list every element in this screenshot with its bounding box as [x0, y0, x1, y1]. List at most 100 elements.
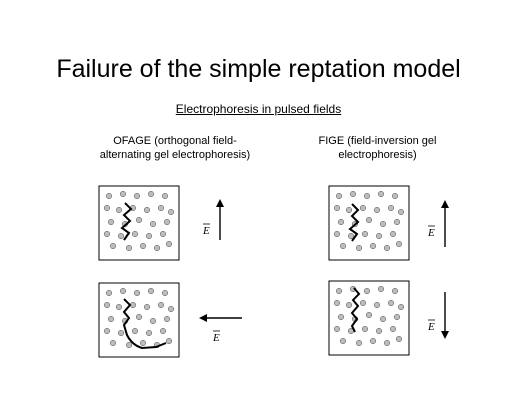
gel-particle	[161, 192, 169, 200]
gel-particle	[159, 230, 167, 238]
gel-particle	[103, 204, 111, 212]
fige-heading-line1: FIGE (field-inversion gel	[318, 135, 437, 147]
gel-particle	[119, 190, 127, 198]
gel-particle	[365, 311, 373, 319]
gel-particle	[147, 190, 155, 198]
gel-particle	[387, 204, 395, 212]
gel-particle	[369, 337, 377, 345]
gel-particle	[107, 315, 115, 323]
gel-particle	[361, 325, 369, 333]
gel-particle	[153, 244, 161, 252]
gel-particle	[159, 327, 167, 335]
gel-particle	[337, 313, 345, 321]
gel-particle	[119, 287, 127, 295]
gel-particle	[391, 192, 399, 200]
gel-particle	[377, 190, 385, 198]
gel-particle	[167, 305, 175, 313]
gel-particle	[375, 232, 383, 240]
gel-particle	[379, 315, 387, 323]
gel-particle	[335, 287, 343, 295]
gel-particle	[131, 230, 139, 238]
gel-particle	[135, 216, 143, 224]
gel-particle	[163, 315, 171, 323]
gel-particle	[125, 244, 133, 252]
gel-particle	[109, 339, 117, 347]
gel-particle	[347, 232, 355, 240]
ofage-heading: OFAGE (orthogonal field- alternating gel…	[70, 134, 280, 162]
field-label: E	[427, 321, 435, 333]
gel-particle	[393, 218, 401, 226]
gel-particle	[365, 216, 373, 224]
gel-particle	[145, 329, 153, 337]
fige-gel-bottom	[328, 280, 410, 356]
gel-particle	[161, 289, 169, 297]
gel-particle	[157, 301, 165, 309]
gel-particle	[393, 313, 401, 321]
field-label: E	[427, 227, 435, 239]
gel-particle	[339, 242, 347, 250]
gel-particle	[389, 230, 397, 238]
gel-particle	[345, 206, 353, 214]
gel-particle	[143, 206, 151, 214]
fige-heading-line2: electrophoresis)	[338, 149, 417, 161]
gel-particle	[149, 220, 157, 228]
gel-particle	[397, 303, 405, 311]
gel-particle	[377, 285, 385, 293]
field-label: E	[202, 225, 210, 237]
gel-particles	[333, 190, 405, 252]
fige-field-up: E	[427, 200, 449, 247]
gel-particle	[375, 327, 383, 335]
gel-particle	[397, 208, 405, 216]
gel-particle	[395, 240, 403, 248]
gel-particle	[167, 208, 175, 216]
gel-particle	[105, 192, 113, 200]
ofage-heading-line2: alternating gel electrophoresis)	[99, 149, 251, 161]
gel-particle	[115, 303, 123, 311]
gel-particle	[369, 242, 377, 250]
gel-particle	[139, 339, 147, 347]
gel-particle	[359, 299, 367, 307]
fige-field-down: E	[427, 292, 449, 339]
gel-particle	[363, 287, 371, 295]
ofage-field-up: E	[202, 199, 224, 240]
gel-particle	[145, 232, 153, 240]
ofage-gel-top	[98, 185, 180, 261]
dna-strand	[122, 298, 167, 350]
dna-strand	[350, 287, 361, 333]
gel-particle	[105, 289, 113, 297]
gel-particle	[373, 301, 381, 309]
field-label: E	[212, 332, 220, 344]
fige-gel-top	[328, 185, 410, 261]
gel-particle	[389, 325, 397, 333]
gel-particle	[355, 339, 363, 347]
gel-particle	[149, 317, 157, 325]
gel-particle	[133, 192, 141, 200]
gel-particle	[337, 218, 345, 226]
gel-particle	[333, 325, 341, 333]
gel-particle	[107, 218, 115, 226]
gel-particle	[109, 242, 117, 250]
gel-particle	[131, 327, 139, 335]
gel-particle	[349, 190, 357, 198]
gel-particle	[345, 301, 353, 309]
gel-particle	[373, 206, 381, 214]
gel-particle	[139, 242, 147, 250]
gel-particle	[359, 204, 367, 212]
gel-particle	[157, 204, 165, 212]
gel-particle	[383, 244, 391, 252]
gel-particle	[103, 230, 111, 238]
gel-particle	[333, 299, 341, 307]
ofage-heading-line1: OFAGE (orthogonal field-	[113, 135, 237, 147]
gel-particle	[333, 230, 341, 238]
gel-particle	[383, 339, 391, 347]
slide-subtitle: Electrophoresis in pulsed fields	[175, 102, 342, 116]
gel-particle	[395, 335, 403, 343]
gel-particles	[333, 285, 405, 347]
fige-heading: FIGE (field-inversion gel electrophoresi…	[285, 134, 470, 162]
gel-particle	[103, 301, 111, 309]
gel-particle	[333, 204, 341, 212]
gel-particle	[103, 327, 111, 335]
gel-particle	[143, 303, 151, 311]
gel-particle	[391, 287, 399, 295]
